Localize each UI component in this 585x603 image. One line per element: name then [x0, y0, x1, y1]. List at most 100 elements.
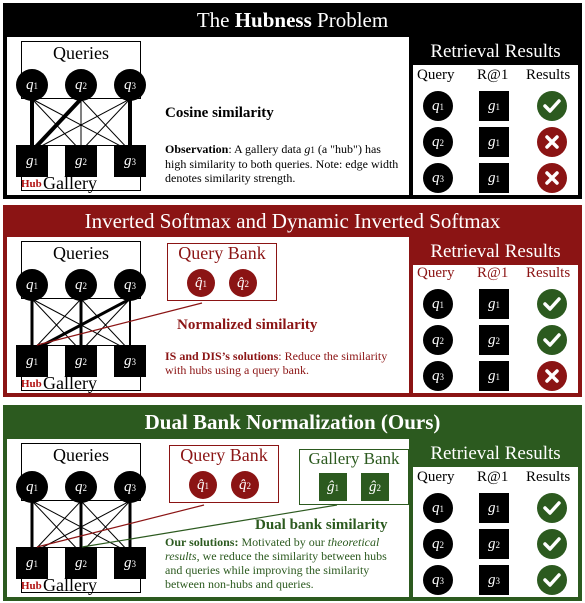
graph-area: Queries q1 q2 q3 [11, 41, 161, 193]
panel-title: Dual Bank Normalization (Ours) [3, 405, 582, 439]
query-node-1: q1 [16, 69, 48, 101]
retrieval-title: Retrieval Results [430, 41, 561, 62]
panel-title: Inverted Softmax and Dynamic Inverted So… [3, 205, 582, 237]
check-icon [537, 565, 567, 595]
edges [30, 97, 132, 153]
panel-dual-bank-normalization: Dual Bank Normalization (Ours) Queries [3, 405, 582, 601]
row-r1-3: g1 [479, 163, 509, 193]
check-icon [537, 529, 567, 559]
col-r1: R@1 [477, 67, 509, 83]
row-query-1: q1 [423, 493, 453, 523]
query-node-1: q1 [16, 471, 48, 503]
col-query: Query [417, 265, 455, 281]
similarity-label: Cosine similarity [165, 105, 274, 121]
query-node-3: q3 [114, 69, 146, 101]
row-r1-1: g1 [479, 493, 509, 523]
panel-title: The Hubness Problem [3, 3, 582, 37]
check-icon [537, 325, 567, 355]
panel-body: Queries q1 q2 q3 [7, 439, 409, 597]
check-icon [537, 493, 567, 523]
query-node-3: q3 [114, 471, 146, 503]
gallery-node-2: g2 [65, 345, 97, 377]
row-query-1: q1 [423, 91, 453, 121]
bank-node-2: q̂2 [229, 269, 257, 297]
row-query-3: q3 [423, 163, 453, 193]
graph-area: Queries q1 q2 q3 [11, 443, 161, 595]
row-r1-3: g1 [479, 361, 509, 391]
cross-icon [537, 361, 567, 391]
col-r1: R@1 [477, 265, 509, 281]
col-results: Results [526, 469, 571, 485]
gallery-node-2: g2 [65, 547, 97, 579]
cross-icon [537, 163, 567, 193]
query-node-2: q2 [65, 471, 97, 503]
hub-label: Hub [21, 580, 42, 592]
edges [30, 500, 132, 554]
solution-text: IS and DIS’s solutions: Reduce the simil… [165, 349, 388, 377]
gallery-bank-node-2: ĝ2 [361, 473, 389, 501]
panel-inverted-softmax: Inverted Softmax and Dynamic Inverted So… [3, 205, 582, 397]
queries-label: Queries [53, 243, 109, 263]
row-r1-2: g2 [479, 529, 509, 559]
similarity-label: Normalized similarity [177, 317, 318, 333]
solution-text: Our solutions: Motivated by our theoreti… [165, 535, 387, 591]
panel-body: Queries q1 q2 q3 [7, 37, 409, 195]
retrieval-table: Query R@1 Results q1 g1 q2 g1 q3 g1 [413, 65, 578, 195]
check-icon [537, 91, 567, 121]
queries-label: Queries [53, 43, 109, 63]
observation-text: Observation: A gallery data g1 (a "hub")… [165, 142, 399, 185]
row-r1-2: g2 [479, 325, 509, 355]
query-bank-box [169, 445, 279, 503]
row-query-2: q2 [423, 529, 453, 559]
panel-hubness-problem: The Hubness Problem Queries [3, 3, 582, 199]
query-node-3: q3 [114, 269, 146, 301]
cross-icon [537, 127, 567, 157]
gallery-node-1: g1 [16, 345, 48, 377]
query-bank-title: Query Bank [180, 445, 268, 465]
col-r1: R@1 [477, 469, 509, 485]
gallery-bank-box [299, 449, 409, 505]
retrieval-title: Retrieval Results [430, 443, 561, 464]
query-bank-box [167, 243, 277, 301]
gallery-node-1: g1 [16, 145, 48, 177]
query-bank-title: Query Bank [178, 243, 266, 263]
row-r1-2: g1 [479, 127, 509, 157]
row-query-1: q1 [423, 289, 453, 319]
col-results: Results [526, 265, 571, 281]
query-node-2: q2 [65, 269, 97, 301]
gallery-node-3: g3 [114, 345, 146, 377]
gallery-node-1: g1 [16, 547, 48, 579]
col-query: Query [417, 469, 455, 485]
hub-label: Hub [21, 378, 42, 390]
query-bank-node-1: q̂1 [189, 471, 217, 499]
col-query: Query [417, 67, 455, 83]
gallery-bank-node-1: ĝ1 [319, 473, 347, 501]
row-r1-1: g1 [479, 91, 509, 121]
queries-label: Queries [53, 445, 109, 465]
row-query-2: q2 [423, 127, 453, 157]
row-r1-3: g3 [479, 565, 509, 595]
query-node-1: q1 [16, 269, 48, 301]
gallery-node-3: g3 [114, 547, 146, 579]
retrieval-table: Query R@1 Results q1 g1 q2 g2 q3 g3 [413, 467, 578, 597]
bank-link [36, 302, 203, 346]
row-query-3: q3 [423, 565, 453, 595]
gallery-bank-title: Gallery Bank [308, 449, 400, 468]
bank-links [36, 504, 338, 548]
gallery-label: Gallery [43, 575, 97, 595]
row-query-3: q3 [423, 361, 453, 391]
query-bank-node-2: q̂2 [231, 471, 259, 499]
similarity-label: Dual bank similarity [255, 517, 388, 533]
bank-node-1: q̂1 [187, 269, 215, 297]
col-results: Results [526, 67, 571, 83]
row-query-2: q2 [423, 325, 453, 355]
gallery-label: Gallery [43, 373, 97, 393]
gallery-node-2: g2 [65, 145, 97, 177]
check-icon [537, 289, 567, 319]
retrieval-title: Retrieval Results [430, 241, 561, 262]
gallery-node-3: g3 [114, 145, 146, 177]
query-node-2: q2 [65, 69, 97, 101]
gallery-label: Gallery [43, 173, 97, 193]
panel-body: Queries q1 q2 q3 [7, 237, 409, 393]
